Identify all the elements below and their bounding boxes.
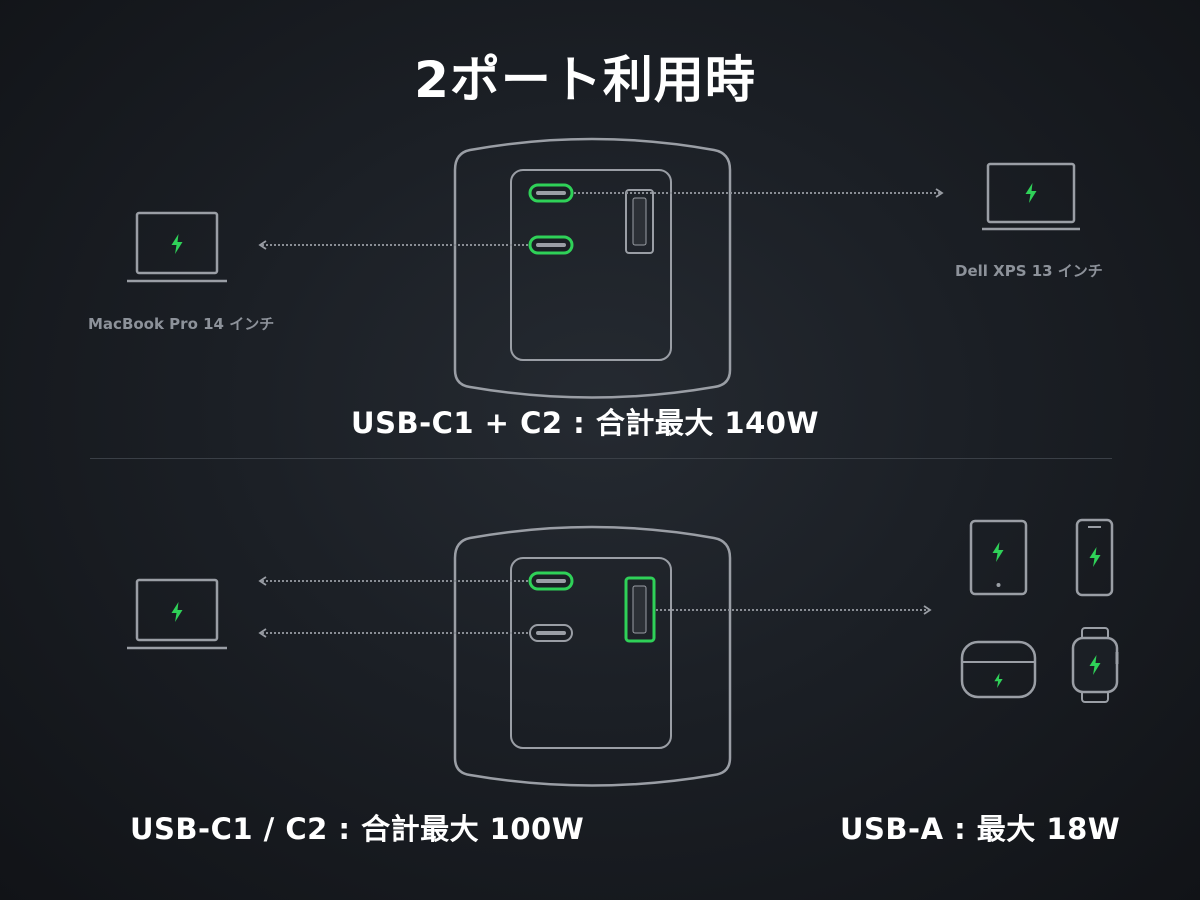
laptop-icon bbox=[127, 578, 227, 650]
dell-laptop-icon bbox=[982, 162, 1080, 231]
smartphone-icon bbox=[1075, 518, 1114, 597]
tablet-icon bbox=[969, 519, 1028, 596]
usb-a-port bbox=[624, 576, 656, 643]
charger-top bbox=[453, 137, 732, 399]
charger-bottom bbox=[453, 525, 732, 787]
usb-a-port bbox=[625, 189, 654, 254]
smartwatch-icon bbox=[1071, 627, 1119, 703]
dell-label: Dell XPS 13 インチ bbox=[955, 262, 1103, 280]
page-title: 2ポート利用時 bbox=[414, 51, 756, 109]
macbook-label: MacBook Pro 14 インチ bbox=[88, 315, 275, 333]
bottom-caption-usbc: USB-C1 / C2 : 合計最大 100W bbox=[130, 812, 585, 846]
macbook-laptop-icon bbox=[127, 211, 227, 283]
bottom-caption-usba: USB-A : 最大 18W bbox=[840, 812, 1121, 846]
top-caption: USB-C1 + C2 : 合計最大 140W bbox=[351, 406, 819, 440]
earbuds-case-icon bbox=[960, 640, 1037, 699]
section-divider bbox=[90, 458, 1112, 459]
